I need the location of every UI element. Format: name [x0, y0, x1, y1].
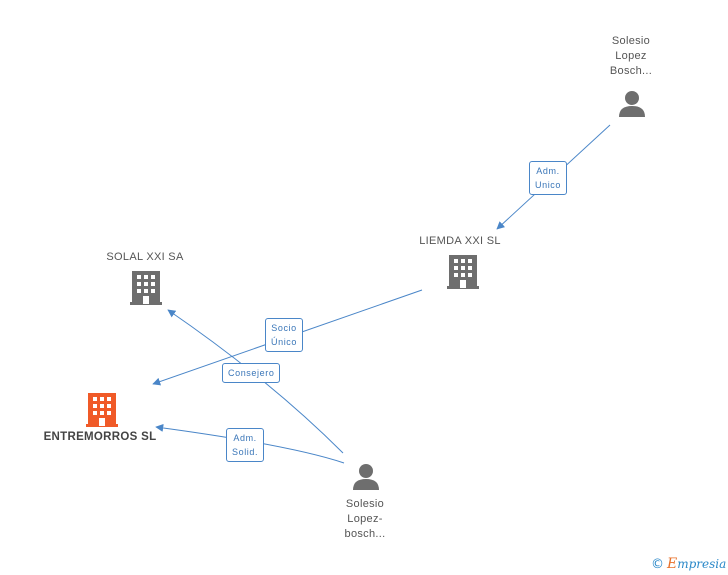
node-label-solesio-top[interactable]: Solesio Lopez Bosch... [609, 35, 653, 77]
node-label-liemda[interactable]: LIEMDA XXI SL [419, 235, 501, 247]
edge-label-socio-unico[interactable]: Socio Único [265, 318, 304, 352]
building-icon[interactable] [130, 271, 162, 305]
edge-label-consejero[interactable]: Consejero [222, 363, 281, 383]
brand-name: Empresia [667, 556, 727, 572]
brand-logo[interactable]: © Empresia [651, 556, 726, 572]
node-label-solal[interactable]: SOLAL XXI SA [106, 251, 184, 263]
node-label-solesio-bottom[interactable]: Solesio Lopez- bosch... [344, 498, 386, 540]
edge-label-adm-unico[interactable]: Adm. Unico [529, 161, 568, 195]
edge-label-adm-solid[interactable]: Adm. Solid. [226, 428, 265, 462]
building-icon[interactable] [447, 255, 479, 289]
building-icon-main[interactable] [86, 393, 118, 427]
person-icon[interactable] [619, 91, 645, 117]
node-label-entremorros[interactable]: ENTREMORROS SL [43, 431, 157, 443]
copyright-icon: © [651, 556, 664, 572]
person-icon[interactable] [353, 464, 379, 490]
edge-line-adm-solid [155, 423, 345, 464]
